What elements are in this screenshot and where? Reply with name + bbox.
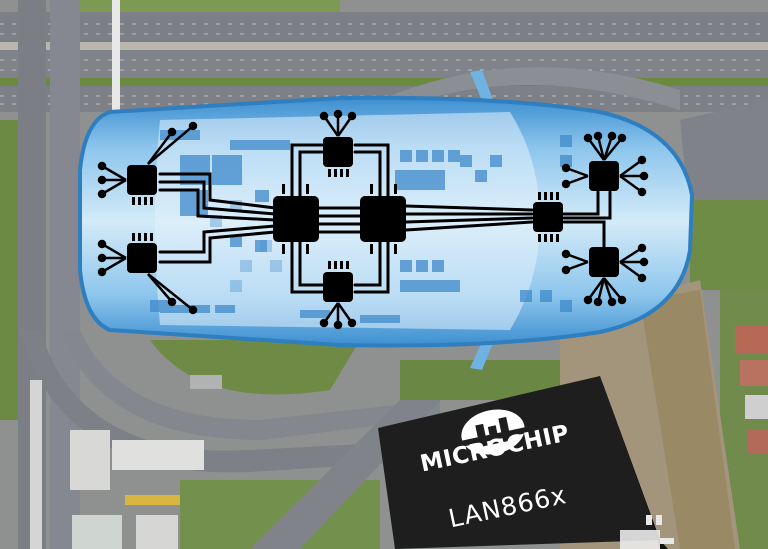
center-left-main-node (273, 196, 319, 242)
mirror-top (470, 70, 495, 108)
center-bottom-node (323, 272, 353, 302)
microchip-logo-icon (460, 409, 528, 455)
center-right-main-node (360, 196, 406, 242)
front-left-upper-node (127, 165, 157, 195)
center-top-node (323, 137, 353, 167)
rear-switch-node (533, 202, 563, 232)
rear-lower-node (589, 247, 619, 277)
rear-upper-node (589, 161, 619, 191)
front-left-lower-node (127, 243, 157, 273)
